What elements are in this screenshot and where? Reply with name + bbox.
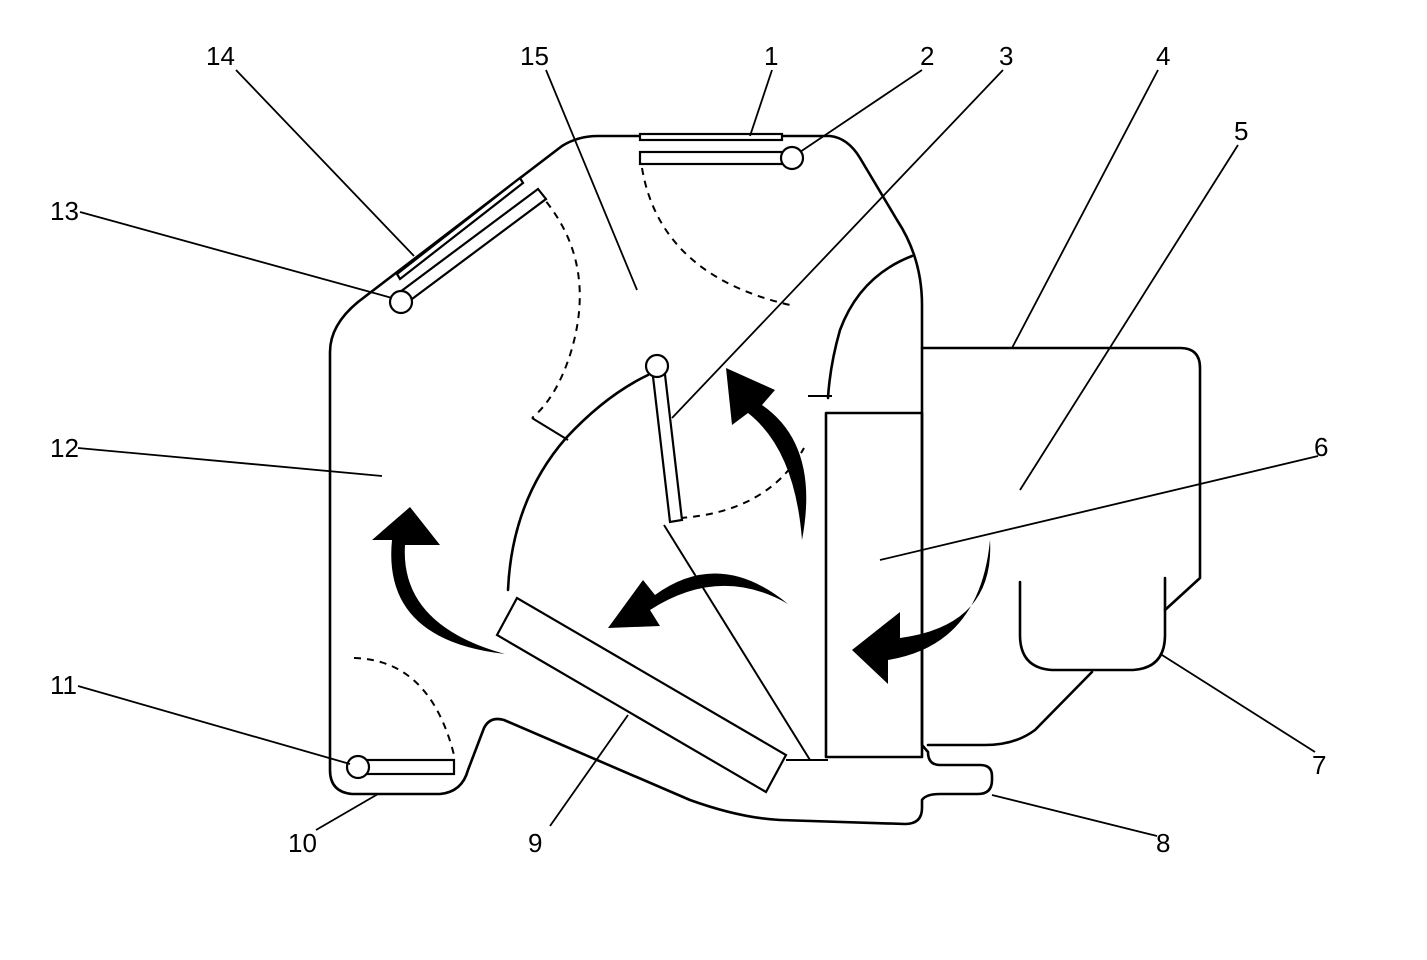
heater-chamber-tick: [531, 417, 569, 441]
vent-outlet-opening: [638, 132, 784, 142]
callout-3: 3: [999, 41, 1013, 71]
leader-line-8: [991, 794, 1158, 837]
heater-core: [495, 596, 788, 794]
heater-core-support: [663, 524, 811, 761]
callout-4: 4: [1156, 41, 1170, 71]
vent-door-swing: [641, 167, 791, 306]
floor-door-pivot: [345, 754, 371, 780]
leader-line-5: [1019, 144, 1239, 491]
leader-line-6: [879, 455, 1319, 561]
callout-7: 7: [1312, 750, 1326, 780]
callout-2: 2: [920, 41, 934, 71]
airflow-arrow-heater: [608, 573, 788, 628]
leader-line-3: [671, 69, 1004, 419]
callout-13: 13: [50, 196, 79, 226]
inlet-duct-curve: [826, 254, 914, 400]
callout-10: 10: [288, 828, 317, 858]
leader-line-15: [545, 69, 638, 291]
evaporator-core: [824, 411, 924, 759]
leader-line-9: [549, 714, 629, 827]
callout-1: 1: [764, 41, 778, 71]
heater-chamber-arc: [506, 373, 650, 592]
callout-8: 8: [1156, 828, 1170, 858]
callout-14: 14: [206, 41, 235, 71]
leader-line-13: [79, 211, 393, 299]
defrost-door-swing: [531, 191, 581, 419]
floor-door: [356, 758, 456, 776]
callout-5: 5: [1234, 116, 1248, 146]
leader-line-2: [799, 69, 923, 153]
blower-housing-lower: [926, 670, 1094, 747]
callout-12: 12: [50, 433, 79, 463]
hvac-case-outline: [328, 134, 994, 826]
blower-housing: [920, 346, 1202, 612]
leader-line-12: [77, 447, 383, 477]
callout-9: 9: [528, 828, 542, 858]
floor-door-swing: [353, 657, 455, 756]
defrost-door: [398, 187, 548, 304]
callout-6: 6: [1314, 432, 1328, 462]
air-mix-door: [650, 364, 684, 524]
defrost-outlet-opening: [395, 176, 525, 281]
leader-line-4: [1011, 69, 1159, 349]
air-mix-door-pivot: [644, 353, 670, 379]
leader-line-7: [1161, 654, 1316, 753]
callout-11: 11: [50, 670, 77, 700]
leader-line-14: [235, 69, 415, 257]
airflow-arrow-evaporator: [852, 540, 991, 684]
defrost-door-pivot: [388, 289, 414, 315]
vent-door-pivot: [779, 145, 805, 171]
airflow-arrow-bypass: [726, 368, 807, 540]
airflow-arrow-mode: [372, 507, 505, 654]
leader-line-11: [77, 685, 351, 765]
vent-door: [638, 150, 794, 166]
leader-line-10: [315, 793, 379, 831]
blower-motor: [1018, 576, 1167, 672]
leader-line-1: [749, 69, 773, 137]
callout-15: 15: [520, 41, 549, 71]
